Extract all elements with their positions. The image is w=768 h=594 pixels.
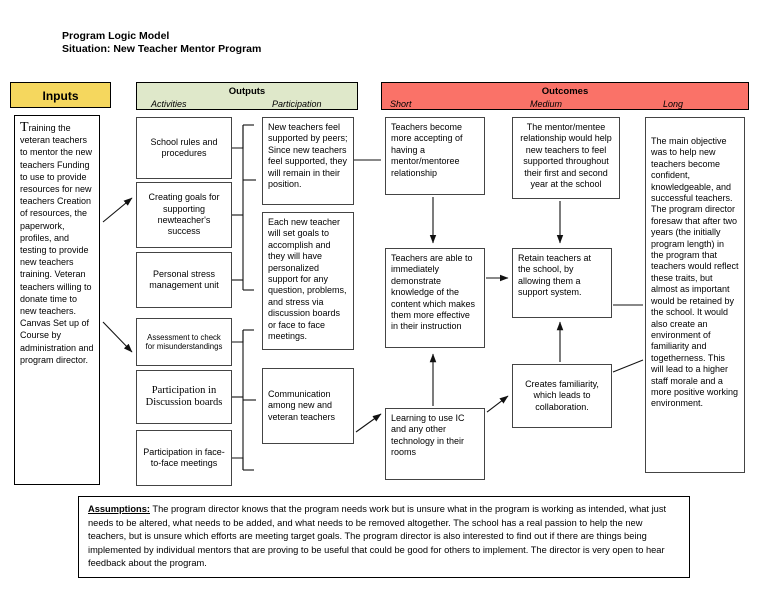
title-line-1: Program Logic Model [62,30,170,42]
banner-outcomes-sub-long: Long [663,99,684,109]
outcome-short-box: Teachers are able to immediately demonst… [385,248,485,348]
banner-outcomes-label: Outcomes [541,86,589,97]
participation-text: New teachers feel supported by peers; Si… [268,122,348,190]
inputs-box: Training the veteran teachers to mentor … [14,115,100,485]
activity-box: School rules and procedures [136,117,232,179]
page-title: Program Logic Model Situation: New Teach… [62,30,261,56]
inputs-text: raining the veteran teachers to mentor t… [20,123,94,365]
banner-inputs-label: Inputs [42,89,79,103]
outcome-short-box: Learning to use IC and any other technol… [385,408,485,480]
outcome-medium-box: Creates familiarity, which leads to coll… [512,364,612,428]
outcome-text: Learning to use IC and any other technol… [391,413,465,458]
outcome-medium-box: Retain teachers at the school, by allowi… [512,248,612,318]
banner-outputs-sub-activities: Activities [151,99,187,109]
participation-text: Each new teacher will set goals to accom… [268,217,347,342]
activity-text: Participation in face-to-face meetings [143,446,225,468]
title-line-2: Situation: New Teacher Mentor Program [62,43,262,55]
inputs-dropcap: T [20,120,29,135]
activity-text: Creating goals for supporting newteacher… [148,192,220,237]
outcome-text: Teachers become more accepting of having… [391,122,463,178]
activity-box: Assessment to check for misunderstanding… [136,318,232,366]
assumptions-box: Assumptions: The program director knows … [78,496,690,578]
participation-text: Communication among new and veteran teac… [268,388,336,422]
banner-outputs-label: Outputs [228,86,266,97]
banner-inputs: Inputs [10,82,111,108]
participation-box: Communication among new and veteran teac… [262,368,354,444]
outcome-long-box: The main objective was to help new teach… [645,117,745,473]
outcome-text: The mentor/mentee relationship would hel… [520,122,612,190]
banner-outcomes-sub-medium: Medium [530,99,563,109]
banner-outputs: Outputs Activities Participation [136,82,358,110]
activity-text: Personal stress management unit [149,268,219,290]
outcome-short-box: Teachers become more accepting of having… [385,117,485,195]
banner-outcomes-sub-short: Short [390,99,412,109]
activity-box: Participation in Discussion boards [136,370,232,424]
activity-text: Assessment to check for misunderstanding… [145,332,223,352]
activity-text: Participation in Discussion boards [145,385,223,408]
outcome-text: The main objective was to help new teach… [651,136,739,409]
activity-box: Creating goals for supporting newteacher… [136,182,232,248]
activity-box: Personal stress management unit [136,252,232,308]
outcome-text: Creates familiarity, which leads to coll… [525,378,599,412]
assumptions-label: Assumptions: [88,504,150,514]
banner-outcomes: Outcomes Short Medium Long [381,82,749,110]
activity-text: School rules and procedures [150,136,218,158]
outcome-medium-box: The mentor/mentee relationship would hel… [512,117,620,199]
assumptions-text: The program director knows that the prog… [88,504,667,569]
participation-box: New teachers feel supported by peers; Si… [262,117,354,205]
outcome-text: Retain teachers at the school, by allowi… [518,253,592,298]
outcome-text: Teachers are able to immediately demonst… [391,253,476,332]
activity-box: Participation in face-to-face meetings [136,430,232,486]
banner-outputs-sub-participation: Participation [272,99,322,109]
participation-box: Each new teacher will set goals to accom… [262,212,354,350]
